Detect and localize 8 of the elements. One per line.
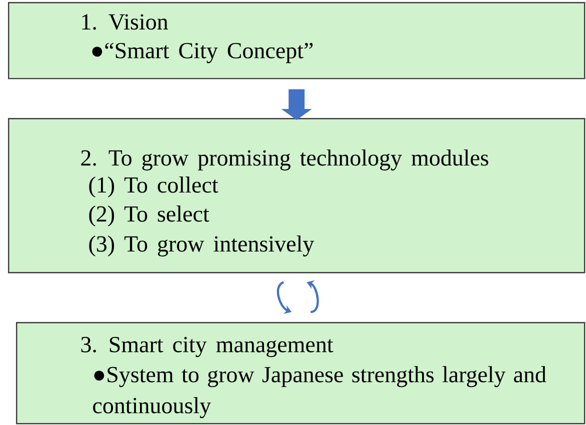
box-text: 3. Smart city management (81, 336, 334, 358)
box-text: (2) To select (89, 206, 210, 226)
box-text: 1. Vision (82, 14, 168, 30)
box-text: (1) To collect (89, 176, 218, 198)
box-text: (3) To grow intensively (89, 236, 314, 256)
box-text: 2. To grow promising technology modules (81, 150, 488, 170)
box-text: ●System to grow Japanese strengths largely and continuously (93, 366, 546, 418)
box-text: ●“Smart City Concept” (92, 42, 313, 64)
